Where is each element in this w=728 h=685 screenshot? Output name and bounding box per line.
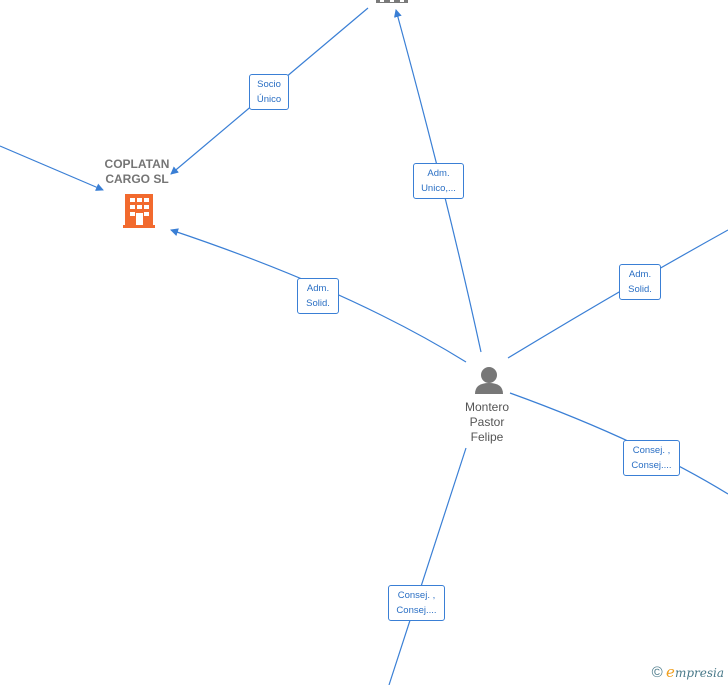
edge-label-line1: Socio bbox=[257, 79, 281, 90]
company-name-line2: CARGO SL bbox=[105, 172, 169, 186]
edge-consej-right bbox=[509, 392, 728, 495]
building-icon[interactable] bbox=[123, 194, 155, 228]
person-name-line1: Montero bbox=[464, 400, 510, 414]
edge-label-line2: Solid. bbox=[628, 284, 652, 295]
brand-watermark: © empresia bbox=[652, 663, 724, 681]
edge-label-consej-right[interactable]: Consej. , Consej.... bbox=[623, 440, 680, 476]
company-name[interactable]: COPLATAN CARGO SL bbox=[92, 157, 182, 187]
copyright-symbol: © bbox=[651, 664, 663, 681]
edge-label-line2: Único bbox=[256, 94, 282, 105]
edge-adm-solid-right bbox=[507, 229, 728, 359]
edge-label-adm-solid-left[interactable]: Adm. Solid. bbox=[297, 278, 339, 314]
edge-label-line2: Consej.... bbox=[396, 605, 437, 616]
edge-label-socio-unico[interactable]: Socio Único bbox=[249, 74, 289, 110]
edge-label-line1: Adm. bbox=[306, 283, 330, 294]
edge-label-line1: Adm. bbox=[427, 168, 450, 179]
edge-label-adm-solid-right[interactable]: Adm. Solid. bbox=[619, 264, 661, 300]
brand-name: mpresia bbox=[674, 666, 724, 680]
edge-label-adm-unico[interactable]: Adm. Unico,... bbox=[413, 163, 464, 199]
person-name-line3: Felipe bbox=[470, 430, 504, 444]
person-name-line2: Pastor bbox=[469, 415, 505, 429]
brand-e: e bbox=[666, 663, 675, 681]
edge-label-line2: Consej.... bbox=[631, 460, 672, 471]
company-name-line1: COPLATAN bbox=[104, 157, 170, 171]
person-icon[interactable] bbox=[475, 367, 503, 394]
edge-consej-bottom bbox=[388, 447, 467, 685]
edge-label-line1: Adm. bbox=[628, 269, 652, 280]
building-icon bbox=[376, 0, 408, 3]
edge-label-line1: Consej. , bbox=[632, 445, 671, 456]
person-name[interactable]: Montero Pastor Felipe bbox=[449, 400, 525, 445]
edge-label-line2: Unico,... bbox=[421, 183, 456, 194]
edge-label-line1: Consej. , bbox=[397, 590, 436, 601]
edge-label-consej-bottom[interactable]: Consej. , Consej.... bbox=[388, 585, 445, 621]
edge-left-to-company bbox=[0, 145, 104, 191]
edge-label-line2: Solid. bbox=[306, 298, 330, 309]
